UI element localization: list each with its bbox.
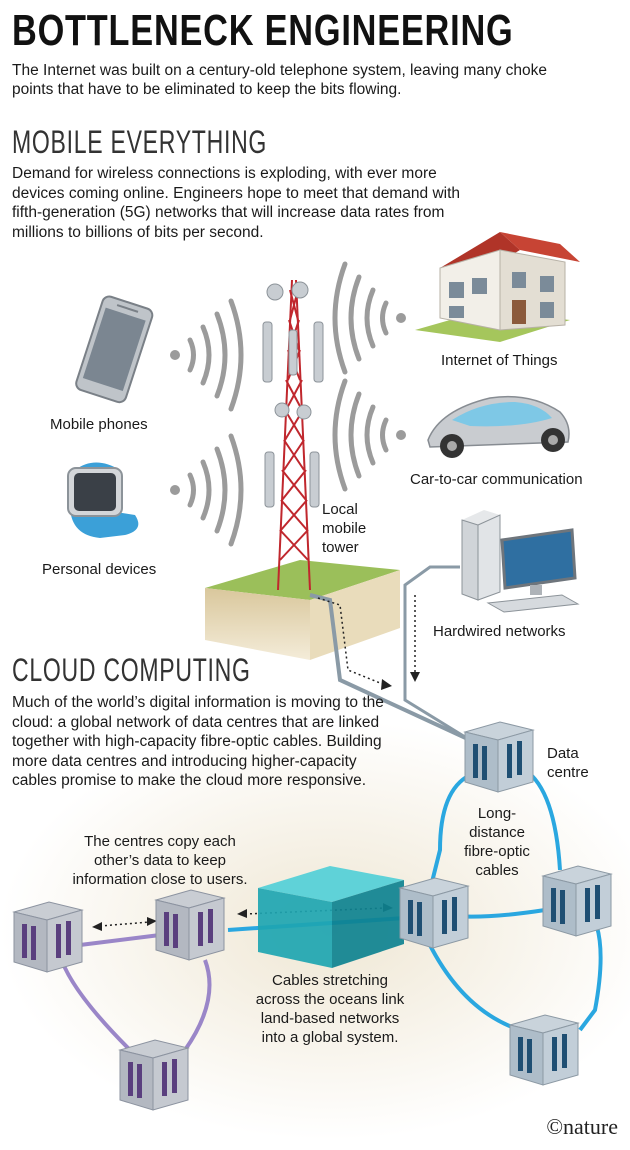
backhaul-cables <box>309 565 471 742</box>
label-personal-devices: Personal devices <box>42 561 157 578</box>
tower-antennas <box>262 281 324 508</box>
fibre-label-line-1: Long- <box>477 805 517 822</box>
house-illustration <box>415 232 580 342</box>
cloud-section-title: CLOUD COMPUTING <box>12 652 251 688</box>
ocean-label-line-2: across the oceans link <box>255 991 405 1008</box>
tower-ground <box>205 560 400 660</box>
tower-label-line-3: tower <box>322 539 359 556</box>
mobile-tower <box>277 279 311 591</box>
label-long-distance-cables: Long- distance fibre-optic cables <box>452 804 542 880</box>
copy-label-line-2: other’s data to keep <box>93 852 227 869</box>
tower-label-line-1: Local <box>322 501 358 518</box>
desktop-computer-illustration <box>461 510 580 613</box>
label-local-mobile-tower: Local mobile tower <box>322 500 366 557</box>
label-mobile-phones: Mobile phones <box>50 416 148 433</box>
copy-label-line-1: The centres copy each <box>84 833 236 850</box>
label-hardwired-networks: Hardwired networks <box>433 623 566 640</box>
intro-text: The Internet was built on a century-old … <box>12 62 548 98</box>
data-centres-purple <box>12 889 226 1111</box>
label-car-to-car: Car-to-car communication <box>410 471 583 488</box>
fibre-label-line-2: distance <box>469 824 525 841</box>
data-centres-blue <box>398 721 613 1086</box>
fibre-label-line-3: fibre-optic <box>464 843 530 860</box>
cloud-section-body: Much of the world’s digital information … <box>12 694 384 789</box>
dc-label-line-1: Data <box>547 745 579 762</box>
tower-label-line-2: mobile <box>322 520 367 537</box>
fibre-label-line-4: cables <box>475 862 519 879</box>
copy-label-line-3: information close to users. <box>72 871 248 888</box>
ocean-block <box>258 866 404 968</box>
dc-label-line-2: centre <box>547 764 589 781</box>
label-centres-copy-data: The centres copy each other’s data to ke… <box>55 832 265 889</box>
nature-logo: ©nature <box>546 1114 618 1139</box>
mobile-phone-illustration <box>75 295 154 404</box>
label-ocean-cables: Cables stretching across the oceans link… <box>240 971 420 1047</box>
label-data-centre: Data centre <box>547 744 589 782</box>
ocean-label-line-4: into a global system. <box>261 1029 399 1046</box>
page-title: BOTTLENECK ENGINEERING <box>12 6 514 55</box>
ocean-label-line-3: land-based networks <box>260 1010 400 1027</box>
mobile-section-body: Demand for wireless connections is explo… <box>12 165 461 241</box>
car-illustration <box>427 395 570 458</box>
wireless-waves <box>170 261 406 547</box>
label-internet-of-things: Internet of Things <box>441 352 558 369</box>
mobile-section-title: MOBILE EVERYTHING <box>12 124 268 160</box>
smartwatch-illustration <box>67 462 139 538</box>
ocean-label-line-1: Cables stretching <box>272 972 388 989</box>
